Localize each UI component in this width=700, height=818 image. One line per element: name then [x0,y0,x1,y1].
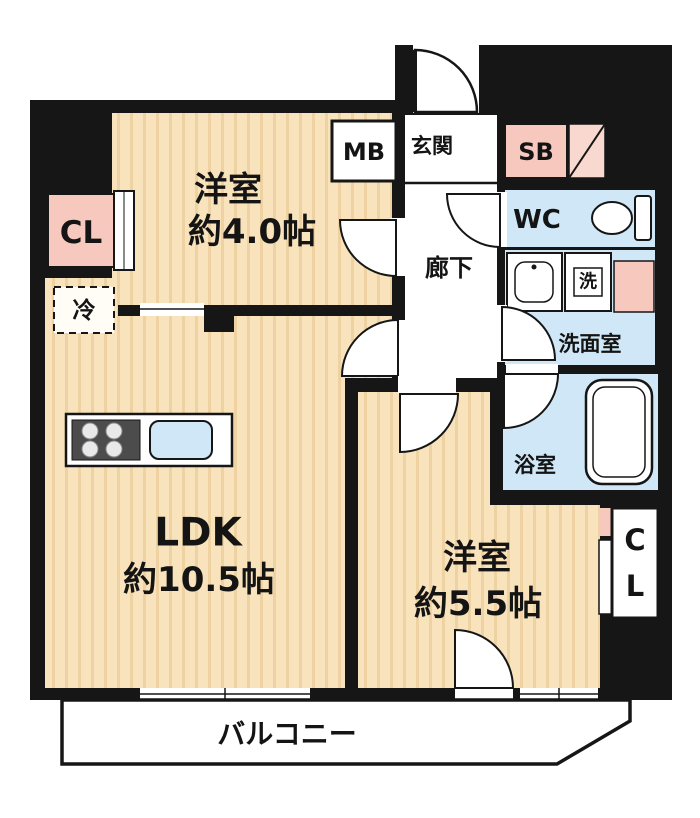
vanity-sink-icon [506,252,563,312]
hallway-label: 廊下 [425,254,473,282]
shoe-box [504,123,568,179]
balcony-outline [60,698,632,766]
refrigerator-label: 冷 [73,297,96,324]
closet-left-label: CL [60,215,103,251]
balcony-door-arc [454,628,515,689]
western-room-1-door-arc [338,219,397,278]
ldk-label: LDK [154,511,243,556]
bathtub-icon [584,378,654,486]
balcony-door-gap [455,688,513,700]
western-room-2-floor [358,392,600,688]
stove-icon [71,419,141,461]
closet-right-label-l: L [626,569,644,603]
bathroom-label: 浴室 [514,453,556,477]
window-ldk [140,688,310,700]
washroom-label: 洗面室 [559,332,622,356]
refrigerator-space [53,286,115,334]
bathroom-door-arc [503,373,560,430]
western-room-1-label: 洋室 [194,170,262,210]
kitchen-counter [64,412,234,468]
toilet-label: WC [513,205,561,235]
western-room-2-label: 洋室 [443,538,511,578]
kitchen-sink-icon [149,420,213,460]
western-room-1-size: 約4.0帖 [188,212,316,252]
shoe-box-hatch-line [568,123,606,179]
washing-machine-icon [564,252,612,312]
entrance-door-arc [413,48,479,114]
entrance-label: 玄関 [411,134,453,158]
washroom-storage [613,260,655,313]
window-western-room-2 [520,688,598,700]
toilet-door-arc [445,193,501,249]
closet-right-door [598,539,613,615]
laundry-label: 洗 [579,271,597,293]
meter-box-label: MB [343,138,385,166]
washroom-door-arc [501,305,557,361]
western-room-2-door-arc [399,393,460,454]
ldk-door-arc [340,318,399,377]
closet-right [610,506,660,620]
shoe-box-label: SB [518,138,554,166]
pillar [204,316,234,332]
balcony-label: バルコニー [217,718,356,751]
closet-right-accent [599,508,612,536]
ldk-floor [45,278,392,688]
western-room-2-size: 約5.5帖 [414,584,542,624]
western-room-2-door-gap [398,376,456,394]
ldk-size: 約10.5帖 [123,560,275,600]
hallway-floor [405,115,497,378]
toilet-icon [591,195,652,241]
closet-right-label-c: C [624,523,645,557]
meter-box [330,119,398,183]
closet-left [47,193,115,268]
